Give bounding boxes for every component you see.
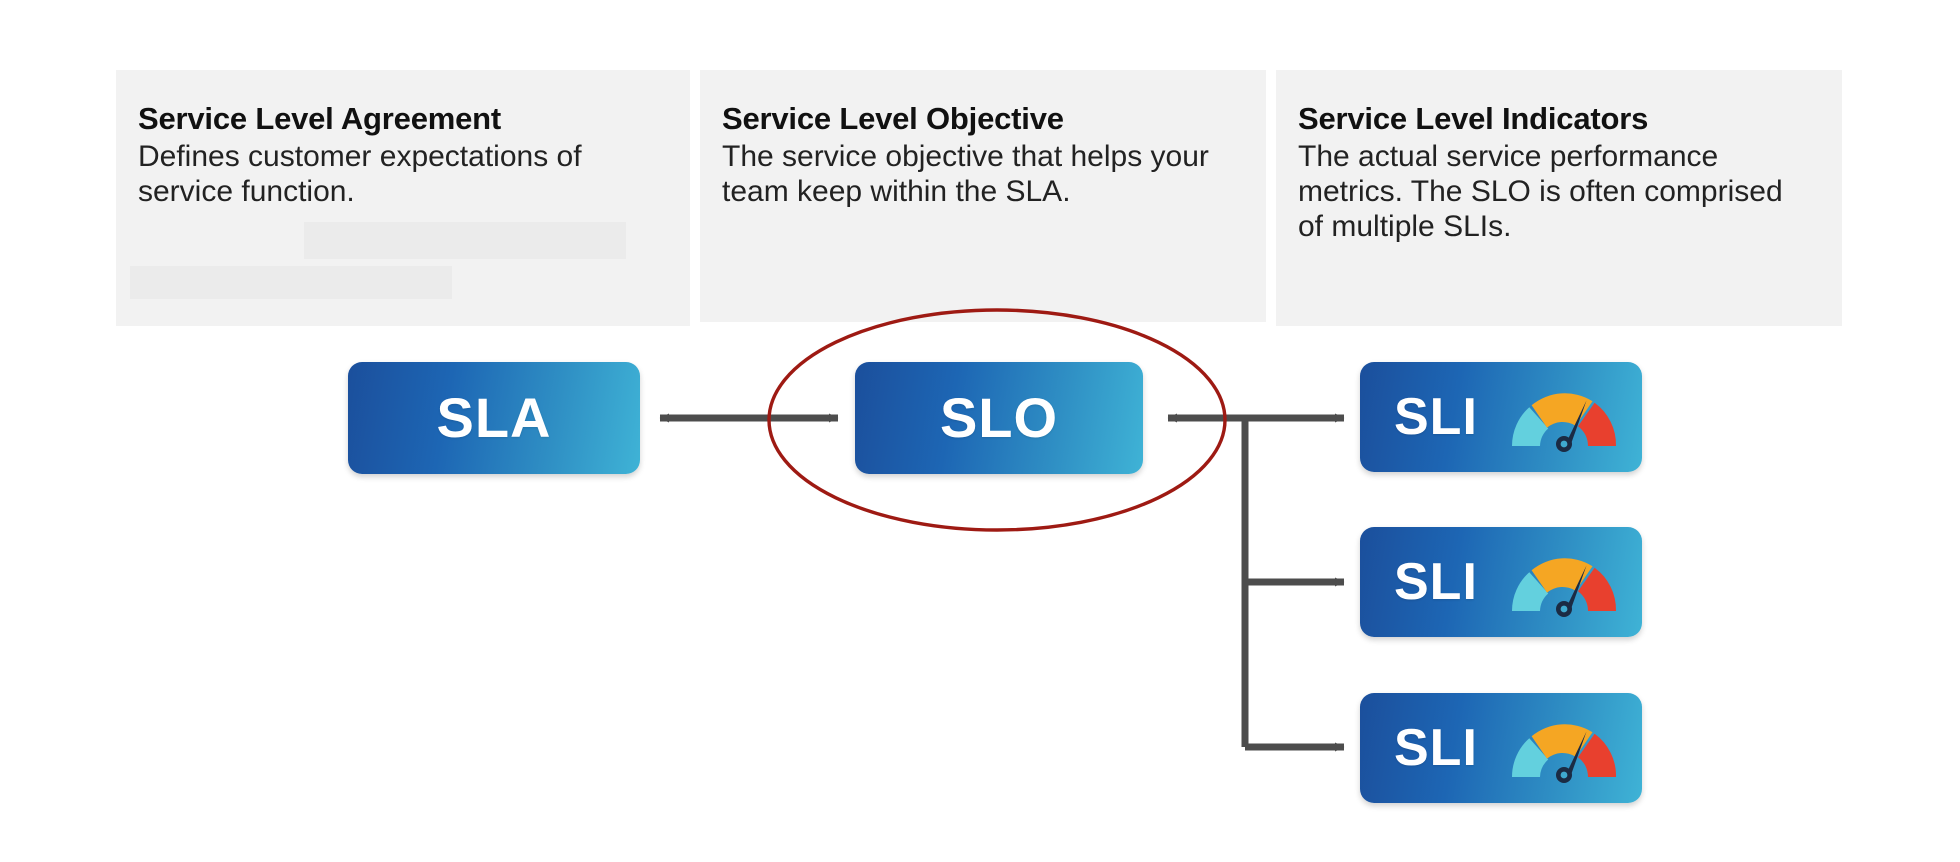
card-service-level-objective: Service Level Objective The service obje…: [700, 70, 1266, 322]
gauge-icon: [1511, 393, 1616, 452]
card-title-slo: Service Level Objective: [722, 101, 1064, 136]
card-service-level-indicators: Service Level Indicators The actual serv…: [1276, 70, 1842, 326]
node-sla[interactable]: SLA: [348, 362, 640, 474]
node-slo-label: SLO: [939, 386, 1059, 449]
node-sli-2-label: SLI: [1394, 553, 1478, 611]
redaction-block: [130, 266, 452, 299]
node-sli-2[interactable]: SLI: [1360, 527, 1642, 637]
node-slo[interactable]: SLO: [855, 362, 1143, 474]
node-sli-1-label: SLI: [1394, 388, 1478, 446]
card-body-sli: The actual service performance metrics. …: [1298, 139, 1783, 243]
gauge-icon: [1511, 558, 1616, 617]
node-sli-3[interactable]: SLI: [1360, 693, 1642, 803]
redaction-block: [304, 222, 626, 259]
node-sla-label: SLA: [436, 386, 552, 449]
gauge-icon: [1511, 724, 1616, 783]
node-sli-1[interactable]: SLI: [1360, 362, 1642, 472]
node-sli-3-label: SLI: [1394, 719, 1478, 777]
card-title-sla: Service Level Agreement: [138, 101, 501, 136]
card-body-sla: Defines customer expectations of service…: [138, 139, 582, 208]
card-body-slo: The service objective that helps your te…: [722, 139, 1209, 208]
card-title-sli: Service Level Indicators: [1298, 101, 1649, 136]
